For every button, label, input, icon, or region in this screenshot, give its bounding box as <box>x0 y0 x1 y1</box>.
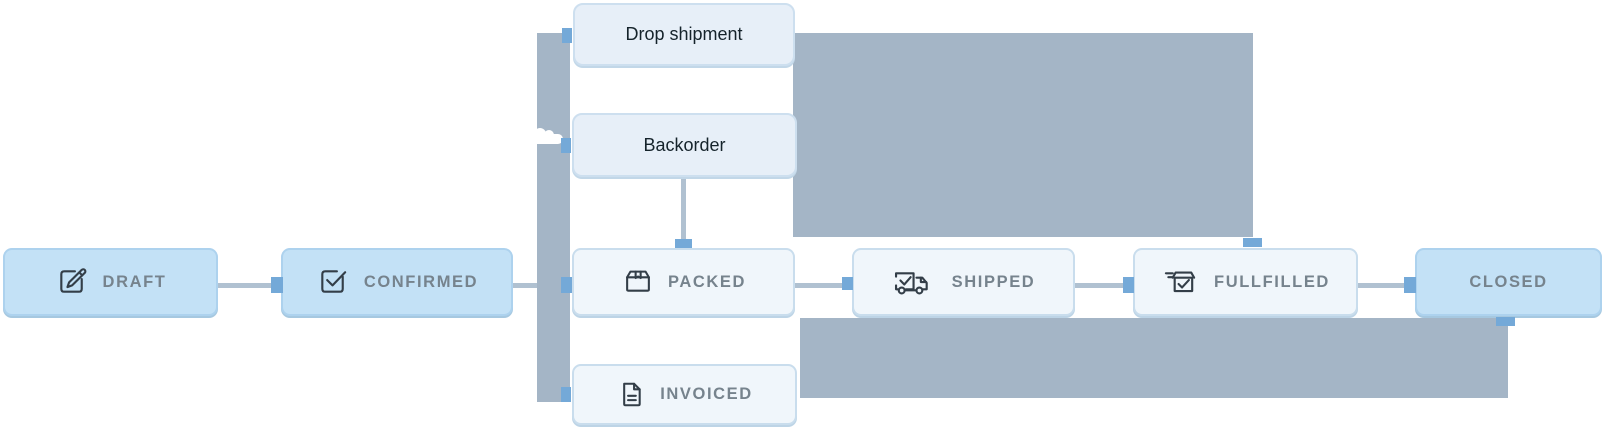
truck-check-icon <box>892 265 939 300</box>
handle-invoiced-left[interactable] <box>561 387 571 402</box>
node-drop-shipment-label: Drop shipment <box>625 24 743 44</box>
node-backorder[interactable]: Backorder <box>572 113 797 177</box>
node-packed[interactable]: PACKED <box>572 248 795 316</box>
node-shipped[interactable]: SHIPPED <box>852 248 1075 316</box>
lane-vertical[interactable] <box>537 33 570 402</box>
cloud-artifact <box>529 128 563 144</box>
invoice-document-icon <box>616 379 647 410</box>
edge-shipped-fullfilled[interactable] <box>1075 283 1127 288</box>
node-fullfilled-label: FULLFILLED <box>1214 272 1330 291</box>
node-confirmed-label: CONFIRMED <box>363 272 479 291</box>
edge-draft-confirmed[interactable] <box>218 283 275 288</box>
lane-top-right[interactable] <box>793 33 1253 237</box>
handle-packed-top[interactable] <box>675 239 692 248</box>
handle-confirmed-left[interactable] <box>271 277 283 293</box>
lane-bottom[interactable] <box>800 318 1508 398</box>
node-draft[interactable]: DRAFT <box>3 248 218 316</box>
node-invoiced[interactable]: INVOICED <box>572 364 797 425</box>
handle-closed-left[interactable] <box>1404 277 1416 293</box>
node-confirmed[interactable]: CONFIRMED <box>281 248 513 316</box>
node-closed[interactable]: CLOSED <box>1415 248 1602 316</box>
dispatch-box-icon <box>1161 265 1201 300</box>
node-backorder-label: Backorder <box>643 134 726 155</box>
node-invoiced-label: INVOICED <box>660 385 753 403</box>
handle-closed-bottom[interactable] <box>1496 317 1515 326</box>
handle-fullfilled-top[interactable] <box>1243 238 1262 247</box>
edge-packed-shipped[interactable] <box>795 283 845 288</box>
node-closed-label: CLOSED <box>1469 272 1548 291</box>
edge-fullfilled-closed[interactable] <box>1358 283 1407 288</box>
package-icon <box>621 265 655 299</box>
node-fullfilled[interactable]: FULLFILLED <box>1133 248 1358 316</box>
handle-packed-left[interactable] <box>561 277 572 293</box>
node-drop-shipment[interactable]: Drop shipment <box>573 3 795 66</box>
edge-backorder-packed[interactable] <box>681 177 686 241</box>
edit-icon <box>55 265 90 300</box>
handle-backorder-left[interactable] <box>561 138 571 153</box>
node-draft-label: DRAFT <box>102 272 167 291</box>
handle-drop-shipment-left[interactable] <box>562 28 572 43</box>
handle-shipped-left[interactable] <box>842 277 853 290</box>
node-packed-label: PACKED <box>667 272 747 291</box>
node-shipped-label: SHIPPED <box>951 272 1036 291</box>
handle-fullfilled-left[interactable] <box>1123 277 1134 293</box>
check-square-icon <box>316 265 351 300</box>
